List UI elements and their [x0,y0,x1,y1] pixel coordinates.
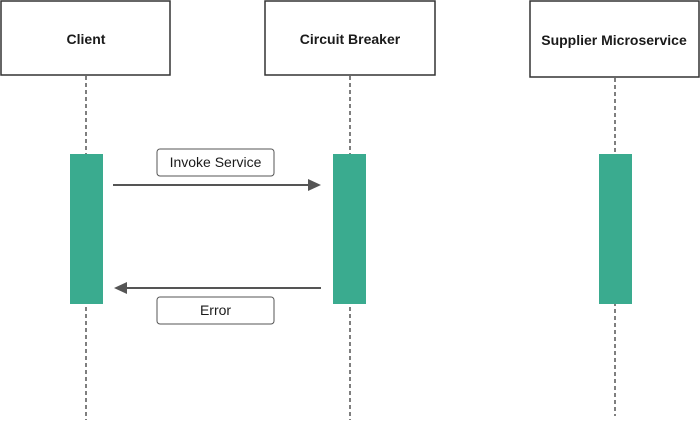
message-label-invoke-service: Invoke Service [170,154,262,170]
participant-client: Client [0,0,171,76]
activation-client [70,154,103,304]
participant-label-circuit-breaker: Circuit Breaker [300,31,401,47]
participant-label-supplier-microservice: Supplier Microservice [541,32,687,48]
arrow-right-icon [308,179,321,191]
participant-circuit-breaker: Circuit Breaker [264,0,436,76]
activation-supplier-microservice [599,154,632,304]
message-label-box [156,148,275,177]
message-error: Error [114,282,321,325]
activation-circuit-breaker [333,154,366,304]
arrow-left-icon [114,282,127,294]
message-label-box [156,296,275,325]
message-invoke-service: Invoke Service [113,148,321,191]
participant-label-client: Client [67,31,106,47]
participant-supplier-microservice: Supplier Microservice [529,0,700,78]
message-label-error: Error [200,302,231,318]
